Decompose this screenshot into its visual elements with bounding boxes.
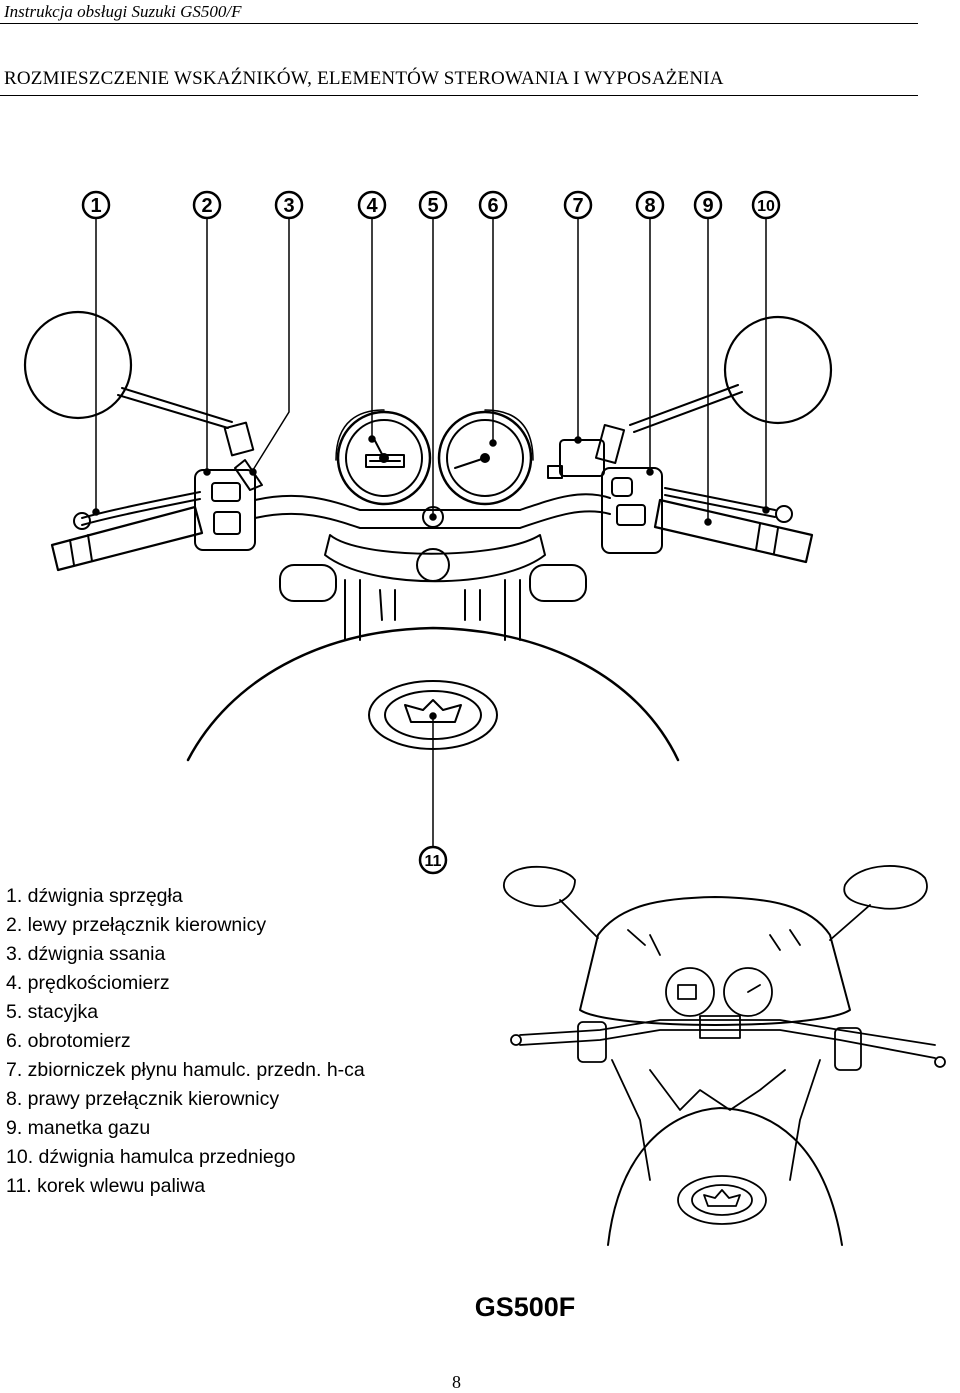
legend-item: 11. korek wlewu paliwa [6, 1175, 206, 1197]
handlebars [50, 439, 814, 572]
header-rule [0, 23, 918, 24]
legend-item: 10. dźwignia hamulca przedniego [6, 1146, 296, 1168]
callout-3: 3 [274, 190, 304, 220]
callout-7-label: 7 [572, 195, 583, 217]
callout-2: 2 [192, 190, 222, 220]
legend-item: 5. stacyjka [6, 1001, 99, 1023]
callout-1: 1 [81, 190, 111, 220]
callout-4: 4 [357, 190, 387, 220]
mirrors [23, 310, 833, 465]
callout-5-label: 5 [427, 195, 438, 217]
callout-7: 7 [563, 190, 593, 220]
callout-6-label: 6 [487, 195, 498, 217]
leader-lines [92, 217, 770, 848]
callout-5: 5 [418, 190, 448, 220]
legend-item: 3. dźwignia ssania [6, 943, 166, 965]
parts-legend: 1. dźwignia sprzęgła 2. lewy przełącznik… [6, 882, 365, 1201]
legend-item: 4. prędkościomierz [6, 972, 170, 994]
callout-9-label: 9 [702, 195, 713, 217]
callout-1-label: 1 [90, 195, 101, 217]
callout-10: 10 [751, 190, 781, 220]
callout-8-label: 8 [644, 195, 655, 217]
front-fork [279, 534, 587, 641]
page-number: 8 [452, 1372, 461, 1392]
callout-3-label: 3 [283, 195, 294, 217]
legend-item: 2. lewy przełącznik kierownicy [6, 914, 267, 936]
gauges [335, 409, 534, 528]
legend-item: 6. obrotomierz [6, 1030, 131, 1052]
callout-9: 9 [693, 190, 723, 220]
fuel-tank [186, 626, 680, 762]
document-header-title: Instrukcja obsługi Suzuki GS500/F [4, 2, 242, 21]
legend-item: 9. manetka gazu [6, 1117, 151, 1139]
legend-item: 7. zbiorniczek płynu hamulc. przedn. h-c… [6, 1059, 365, 1081]
callout-8: 8 [635, 190, 665, 220]
legend-item: 8. prawy przełącznik kierownicy [6, 1088, 280, 1110]
callout-4-label: 4 [366, 195, 378, 217]
callout-11-label: 11 [425, 853, 442, 870]
section-title: ROZMIESZCZENIE WSKAŹNIKÓW, ELEMENTÓW STE… [4, 68, 724, 89]
gs500f-front-view [503, 865, 946, 1246]
callout-6: 6 [478, 190, 508, 220]
callout-10-label: 10 [757, 198, 775, 215]
title-rule [0, 95, 918, 96]
callout-11: 11 [418, 845, 448, 875]
legend-item: 1. dźwignia sprzęgła [6, 885, 183, 907]
model-label: GS500F [475, 1292, 576, 1322]
callout-2-label: 2 [201, 195, 212, 217]
